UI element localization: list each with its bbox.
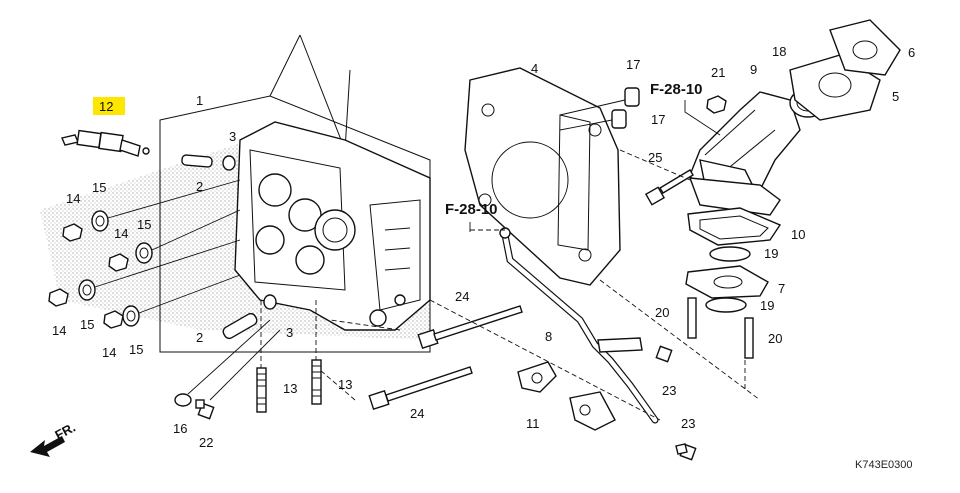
dowel-pin-lower[interactable] xyxy=(221,312,258,340)
callout-1[interactable]: 1 xyxy=(196,93,203,108)
seal-washer-upper[interactable] xyxy=(222,155,236,171)
stud-20-right[interactable] xyxy=(744,317,754,359)
callout-14-a[interactable]: 14 xyxy=(66,191,80,206)
callout-10[interactable]: 8 xyxy=(545,329,552,344)
callout-2-lower[interactable]: 2 xyxy=(196,330,203,345)
callout-13-a[interactable]: 13 xyxy=(283,381,297,396)
assembly-frame-top xyxy=(269,34,351,151)
cylinder-gasket[interactable] xyxy=(464,67,621,286)
callout-17-lower[interactable]: 17 xyxy=(651,112,665,127)
washer-left-3[interactable] xyxy=(78,279,96,301)
washer-left-1[interactable] xyxy=(91,210,109,232)
callout-18[interactable]: 18 xyxy=(772,44,786,59)
flange-bolt-25[interactable] xyxy=(644,169,694,206)
ref-arrows xyxy=(469,100,721,232)
guide-lines xyxy=(429,149,761,421)
dowel-17-upper[interactable] xyxy=(624,87,640,107)
callout-3-lower[interactable]: 3 xyxy=(286,325,293,340)
stud-dash-lines xyxy=(260,300,317,368)
flange-bolt-22[interactable] xyxy=(195,399,215,420)
highlight-12 xyxy=(93,97,125,115)
front-arrow-icon xyxy=(30,436,65,457)
callout-12[interactable]: 12 xyxy=(99,99,113,114)
callout-5[interactable]: 5 xyxy=(892,89,899,104)
cylinder-head[interactable] xyxy=(234,121,431,331)
callout-24-upper[interactable]: 24 xyxy=(455,289,469,304)
callout-16[interactable]: 16 xyxy=(173,421,187,436)
callout-15-d[interactable]: 15 xyxy=(129,342,143,357)
o-ring-19-lower[interactable] xyxy=(705,297,747,313)
callout-19-lower[interactable]: 19 xyxy=(760,298,774,313)
callout-14-c[interactable]: 14 xyxy=(52,323,66,338)
reference-label-lower[interactable]: F-28-10 xyxy=(445,201,498,218)
drawing-code: K743E0300 xyxy=(855,459,913,471)
callout-25[interactable]: 25 xyxy=(648,150,662,165)
callout-22[interactable]: 22 xyxy=(199,435,213,450)
callout-4[interactable]: 4 xyxy=(531,61,538,76)
callout-15-a[interactable]: 15 xyxy=(92,180,106,195)
callout-11[interactable]: 11 xyxy=(526,416,540,431)
stud-bolt-right[interactable] xyxy=(311,359,322,405)
callout-21[interactable]: 21 xyxy=(711,65,725,80)
dowel-pin-upper[interactable] xyxy=(181,154,213,168)
callout-9[interactable]: 10 xyxy=(791,227,805,242)
callout-23-lower[interactable]: 23 xyxy=(681,416,695,431)
front-label: FR. xyxy=(52,420,78,443)
callout-19-upper[interactable]: 19 xyxy=(764,246,778,261)
spark-plug[interactable] xyxy=(61,129,150,157)
callout-15-c[interactable]: 15 xyxy=(80,317,94,332)
callout-8[interactable]: 9 xyxy=(750,62,757,77)
washer-left-4[interactable] xyxy=(122,305,140,327)
sealing-washer-16[interactable] xyxy=(174,393,192,407)
washer-left-2[interactable] xyxy=(135,242,153,264)
flange-nut-left-4[interactable] xyxy=(103,310,124,329)
callout-23-upper[interactable]: 23 xyxy=(662,383,676,398)
tube-bracket[interactable] xyxy=(517,361,557,393)
long-bolt-upper[interactable] xyxy=(417,305,523,350)
stud-bolt-left[interactable] xyxy=(256,367,267,413)
callout-14-d[interactable]: 14 xyxy=(102,345,116,360)
seal-washer-lower[interactable] xyxy=(263,294,277,310)
callout-20-left[interactable]: 20 xyxy=(655,305,669,320)
callout-3-upper[interactable]: 3 xyxy=(229,129,236,144)
bolt-dash-lines xyxy=(319,319,401,401)
intake-manifold[interactable] xyxy=(688,91,801,216)
insulator-6[interactable] xyxy=(685,265,769,299)
long-bolt-lower[interactable] xyxy=(368,366,473,411)
bolt-23-upper[interactable] xyxy=(655,345,673,363)
reference-label-upper[interactable]: F-28-10 xyxy=(650,81,703,98)
gasket-7[interactable] xyxy=(829,19,901,76)
callout-15-b[interactable]: 15 xyxy=(137,217,151,232)
dowel-leaders xyxy=(559,99,626,131)
callout-2-upper[interactable]: 2 xyxy=(196,179,203,194)
flange-nut-left-1[interactable] xyxy=(62,223,83,242)
dowel-17-lower[interactable] xyxy=(611,109,627,129)
flange-nut-21[interactable] xyxy=(706,95,727,114)
tube-clamp-plate[interactable] xyxy=(569,391,616,431)
callout-6[interactable]: 7 xyxy=(778,281,785,296)
flange-nut-left-2[interactable] xyxy=(108,253,129,272)
stud-leaders xyxy=(94,179,241,314)
o-ring-19-upper[interactable] xyxy=(709,246,751,262)
callout-7[interactable]: 6 xyxy=(908,45,915,60)
stud-20-left[interactable] xyxy=(687,297,697,339)
callout-14-b[interactable]: 14 xyxy=(114,226,128,241)
flange-nut-left-3[interactable] xyxy=(48,288,69,307)
breather-tube[interactable] xyxy=(499,227,659,424)
gasket-9[interactable] xyxy=(687,207,782,246)
callout-17-upper[interactable]: 17 xyxy=(626,57,640,72)
callout-24-lower[interactable]: 24 xyxy=(410,406,424,421)
callout-13-b[interactable]: 13 xyxy=(338,377,352,392)
bolt-23-lower[interactable] xyxy=(675,443,697,461)
callout-20-right[interactable]: 20 xyxy=(768,331,782,346)
bolt-leader-low xyxy=(187,319,281,401)
